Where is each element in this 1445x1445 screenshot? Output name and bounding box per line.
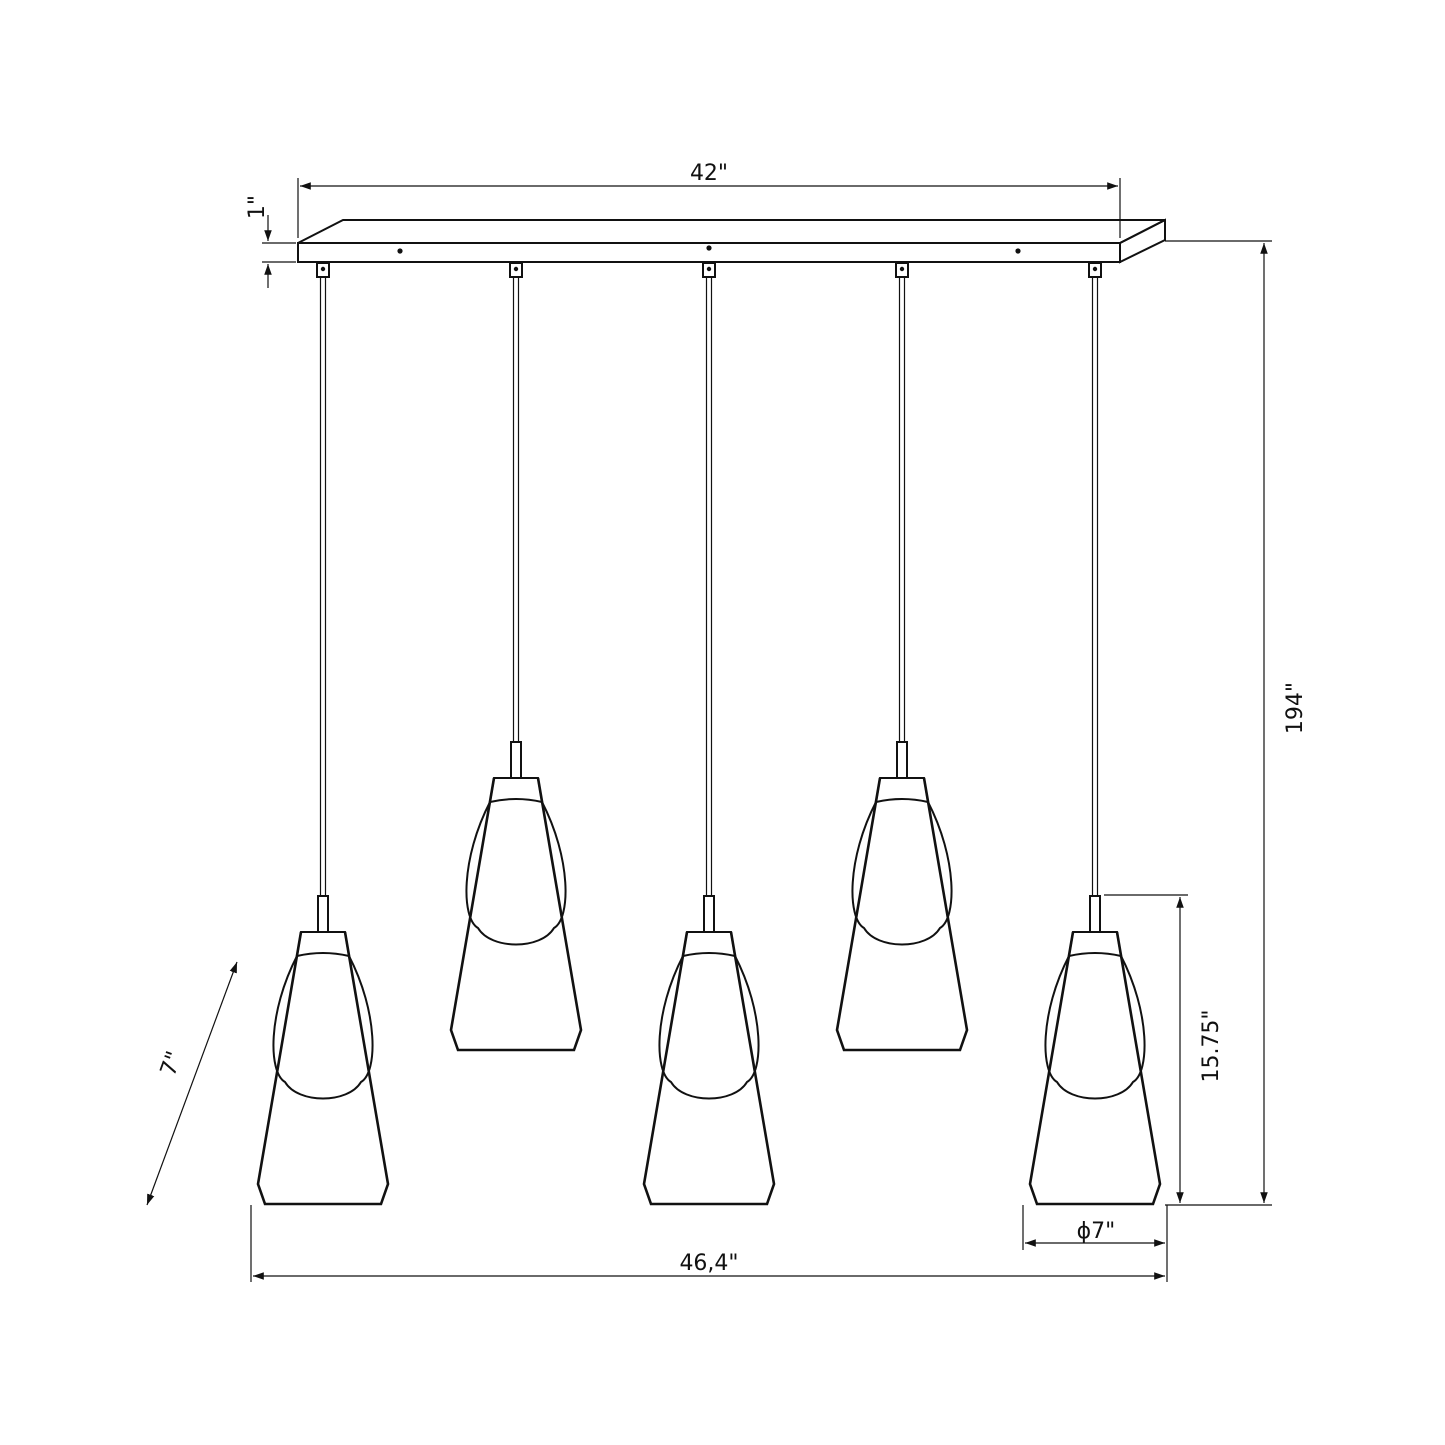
dim-overall-width: 46,4" — [250, 1205, 1165, 1282]
pendant-socket — [510, 741, 522, 779]
pendant-4 — [835, 262, 969, 1052]
canopy-screw-icon — [706, 245, 712, 251]
canopy-length-label: 42" — [690, 161, 728, 186]
canopy-height-label: 1" — [245, 195, 270, 219]
pendant-shade — [449, 777, 583, 1052]
bracket-screw-icon — [320, 266, 326, 272]
pendant-socket — [896, 741, 908, 779]
canopy-depth-label: 7" — [156, 1048, 188, 1079]
dim-canopy-depth: 7" — [146, 961, 238, 1206]
dim-shade-height: 15.75" — [1104, 894, 1224, 1203]
overall-height-label: 194" — [1283, 682, 1308, 734]
pendant-bulb-outline — [465, 801, 567, 946]
canopy-screw-icon — [397, 248, 403, 254]
pendant-socket — [1089, 895, 1101, 933]
canopy — [297, 218, 1166, 264]
pendant-socket — [317, 895, 329, 933]
pendant-collar — [681, 931, 737, 958]
pendant-2 — [449, 262, 583, 1052]
pendant-bulb-outline — [851, 801, 953, 946]
pendant-shade — [642, 931, 776, 1206]
pendant-bracket — [1088, 262, 1102, 278]
pendant-collar — [874, 777, 930, 804]
dim-shade-diameter: ϕ7" — [1022, 1205, 1168, 1282]
pendant-bulb-outline — [1044, 955, 1146, 1100]
bracket-screw-icon — [513, 266, 519, 272]
pendant-bracket — [509, 262, 523, 278]
pendant-collar — [488, 777, 544, 804]
pendant-bulb-outline — [658, 955, 760, 1100]
bracket-screw-icon — [706, 266, 712, 272]
pendant-1 — [256, 262, 390, 1206]
pendant-shade — [256, 931, 390, 1206]
pendant-bracket — [702, 262, 716, 278]
pendant-bracket — [895, 262, 909, 278]
dim-canopy-length: 42" — [297, 161, 1121, 238]
pendant-collar — [1067, 931, 1123, 958]
dim-canopy-height: 1" — [245, 195, 296, 288]
dim-overall-height: 194" — [1165, 240, 1308, 1206]
pendant-shade — [835, 777, 969, 1052]
bracket-screw-icon — [899, 266, 905, 272]
canopy-screw-icon — [1015, 248, 1021, 254]
bracket-screw-icon — [1092, 266, 1098, 272]
pendant-5 — [1028, 262, 1162, 1206]
shade-diameter-label: ϕ7" — [1077, 1219, 1116, 1244]
shade-height-label: 15.75" — [1199, 1009, 1224, 1082]
pendant-bracket — [316, 262, 330, 278]
pendant-bulb-outline — [272, 955, 374, 1100]
overall-width-label: 46,4" — [679, 1251, 738, 1276]
pendant-group — [256, 262, 1162, 1206]
pendant-collar — [295, 931, 351, 958]
pendant-socket — [703, 895, 715, 933]
pendant-shade — [1028, 931, 1162, 1206]
pendant-3 — [642, 262, 776, 1206]
